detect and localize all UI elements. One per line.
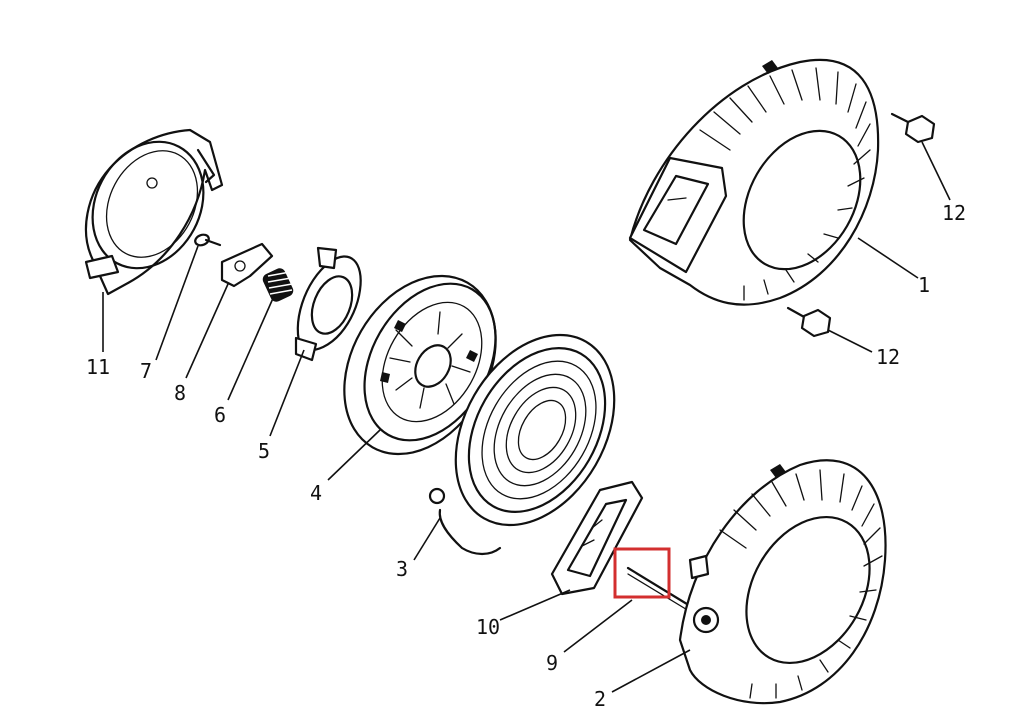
label-part-7: 7 — [140, 359, 152, 383]
part-labels: 11 7 8 6 5 4 3 10 9 2 1 12 12 — [86, 201, 966, 711]
label-part-12-upper: 12 — [942, 201, 966, 225]
label-part-6: 6 — [214, 403, 226, 427]
part-2-lower-housing — [678, 459, 887, 705]
label-part-1: 1 — [918, 273, 930, 297]
part-11-cover — [84, 128, 224, 296]
label-part-8: 8 — [174, 381, 186, 405]
label-part-5: 5 — [258, 439, 270, 463]
label-part-11: 11 — [86, 355, 110, 379]
part-8-pawl — [220, 242, 274, 288]
highlight-box — [613, 547, 671, 599]
part-7-pin — [194, 233, 222, 247]
part-3-recoil-spring — [428, 333, 616, 556]
label-part-12-lower: 12 — [876, 345, 900, 369]
label-part-3: 3 — [396, 557, 408, 581]
part-12-bolt-lower — [786, 306, 832, 338]
part-12-bolt-upper — [890, 112, 936, 144]
label-part-4: 4 — [310, 481, 322, 505]
leader-lines — [102, 141, 951, 693]
label-part-10: 10 — [476, 615, 500, 639]
part-6-spring — [262, 268, 294, 302]
label-part-2: 2 — [594, 687, 606, 711]
label-part-9: 9 — [546, 651, 558, 675]
part-1-upper-housing — [628, 58, 880, 306]
part-5-ratchet-guide — [294, 246, 362, 362]
